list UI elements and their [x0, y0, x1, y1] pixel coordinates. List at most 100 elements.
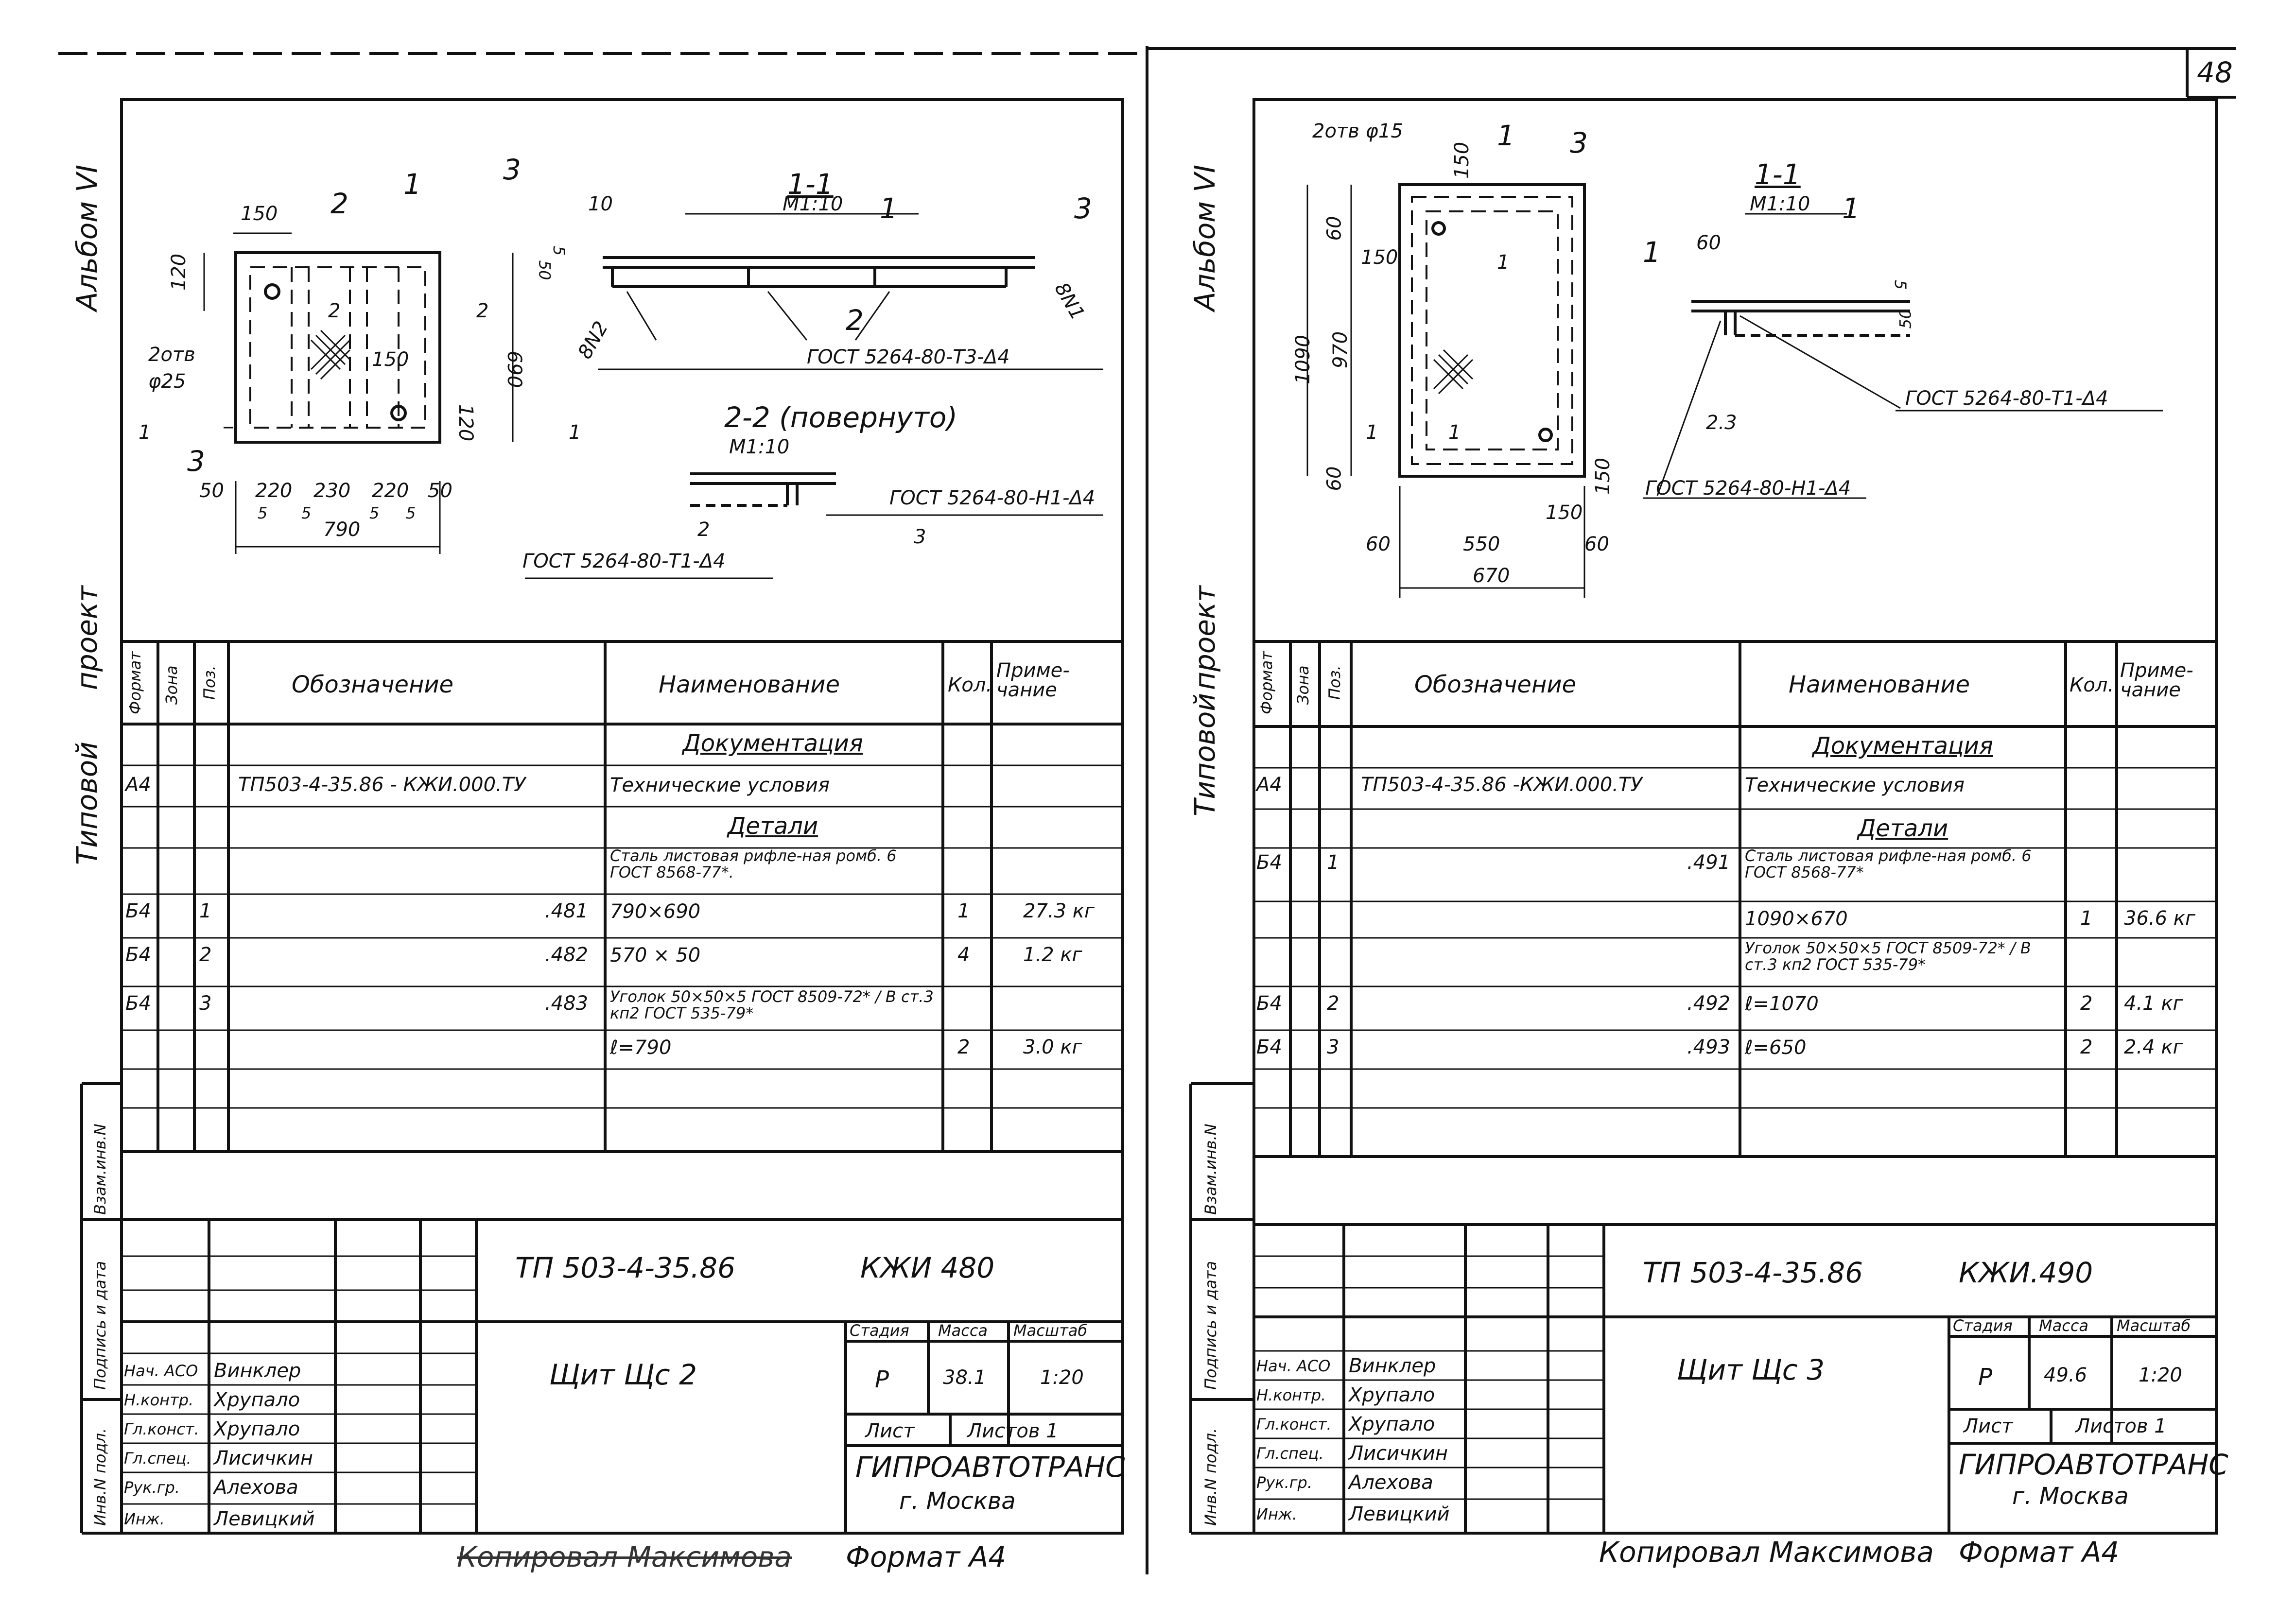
- spec-cell-qty: 1: [2080, 907, 2093, 930]
- hdr-format: Формат: [126, 651, 144, 714]
- spec-cell-name: ℓ=790: [610, 1037, 672, 1059]
- staff-name: Хрупало: [214, 1389, 300, 1411]
- marker: 1: [569, 421, 581, 444]
- marker: 1: [1643, 236, 1661, 269]
- spec-cell-qty: 2: [2080, 992, 2093, 1015]
- right-sec1-title: 1-1: [1755, 158, 1801, 191]
- spec-section-heading: Детали: [727, 812, 818, 840]
- marker: 1: [1448, 421, 1461, 444]
- hdr-qty: Кол.: [948, 674, 992, 696]
- dim: 5: [301, 504, 312, 522]
- hdr-zone: Зона: [1294, 665, 1312, 705]
- left-sec2-gost-b: ГОСТ 5264-80-Т1-Δ4: [522, 550, 726, 572]
- hdr-designation: Обозначение: [1414, 671, 1577, 698]
- dim: 690: [503, 350, 526, 388]
- staff-name: Винклер: [1349, 1355, 1436, 1377]
- right-tb-sheets: Листов 1: [2075, 1415, 2167, 1437]
- right-tb-mass-label: Масса: [2039, 1316, 2089, 1335]
- hdr-note: Приме-чание: [2120, 659, 2193, 701]
- spec-cell-pos: 2: [199, 944, 212, 966]
- spec-cell-format: Б4: [125, 900, 151, 922]
- marker: 3: [187, 445, 205, 478]
- marker: 3: [1570, 126, 1588, 159]
- left-section-1-1: [598, 213, 1103, 370]
- spec-cell-designation: .491: [1687, 851, 1730, 874]
- spec-cell-format: Б4: [125, 992, 151, 1015]
- spec-cell-designation: .493: [1687, 1036, 1730, 1058]
- marker: 1: [1497, 251, 1510, 274]
- spec-cell-designation: .482: [544, 944, 588, 966]
- hdr-zone: Зона: [162, 665, 181, 705]
- staff-name: Левицкий: [214, 1508, 315, 1530]
- spec-cell-designation: .492: [1687, 992, 1730, 1015]
- dim: 5: [550, 245, 569, 256]
- dim: 2отв: [148, 344, 195, 366]
- dim: 150: [1592, 457, 1615, 495]
- right-footer-format: Формат А4: [1959, 1536, 2120, 1569]
- marker: 2: [846, 304, 864, 337]
- spec-cell-name: Уголок 50×50×5 ГОСТ 8509-72* / В ст.3 кп…: [610, 987, 934, 1022]
- hdr-pos: Поз.: [200, 665, 219, 700]
- marker: 1: [1497, 119, 1515, 152]
- spec-cell-name: ℓ=1070: [1745, 993, 1819, 1015]
- spec-cell-note: 4.1 кг: [2124, 992, 2183, 1015]
- spec-cell-name: Технические условия: [1745, 774, 1965, 796]
- staff-name: Винклер: [214, 1360, 301, 1382]
- left-tb-scale-label: Масштаб: [1013, 1321, 1088, 1340]
- dim: 790: [323, 518, 361, 541]
- right-stamp-inventory: Инв.N подл.: [1201, 1428, 1220, 1526]
- spec-cell-qty: 4: [957, 944, 970, 966]
- spec-cell-designation: ТП503-4-35.86 -КЖИ.000.ТУ: [1361, 774, 1642, 796]
- right-section-1-1: [1643, 213, 2163, 499]
- spec-cell-name: Сталь листовая рифле-ная ромб. 6 ГОСТ 85…: [1745, 847, 2032, 881]
- spec-cell-name: ℓ=650: [1745, 1037, 1807, 1059]
- left-sec1-title: 1-1: [787, 168, 834, 201]
- spec-section-heading: Документация: [682, 730, 863, 757]
- hdr-format: Формат: [1257, 651, 1276, 714]
- staff-name: Лисичкин: [1349, 1442, 1448, 1465]
- spec-cell-format: Б4: [1256, 1036, 1282, 1058]
- hdr-name: Наименование: [659, 671, 840, 698]
- left-tb-stage: Р: [875, 1366, 889, 1393]
- staff-role: Гл.спец.: [1256, 1444, 1324, 1463]
- dim: 230: [313, 480, 351, 502]
- marker: 2.3: [1706, 412, 1737, 434]
- dim: 60: [1366, 533, 1391, 555]
- left-tb-mass-label: Масса: [938, 1321, 988, 1340]
- left-tb-code: ТП 503-4-35.86: [515, 1251, 735, 1284]
- dim: 5: [1891, 279, 1910, 290]
- right-tb-org: ГИПРОАВТОТРАНС: [1959, 1448, 2228, 1481]
- spec-section-heading: Детали: [1857, 815, 1948, 842]
- spec-cell-name: 570 × 50: [610, 944, 701, 967]
- staff-name: Левицкий: [1349, 1503, 1450, 1525]
- marker: 3: [914, 526, 926, 548]
- left-tb-org: ГИПРОАВТОТРАНС: [855, 1451, 1125, 1484]
- dim: 2отв φ15: [1312, 120, 1403, 142]
- dim: 10: [588, 193, 613, 215]
- marker: 1: [1842, 192, 1860, 225]
- dim: 60: [1323, 466, 1346, 491]
- dim: 220: [372, 480, 409, 502]
- spec-cell-format: Б4: [1256, 851, 1282, 874]
- spec-cell-pos: 3: [199, 992, 212, 1015]
- left-tb-stage-label: Стадия: [850, 1321, 909, 1340]
- right-tb-city: г. Москва: [2012, 1483, 2129, 1510]
- marker: 2: [697, 518, 710, 541]
- left-tb-city: г. Москва: [899, 1487, 1016, 1515]
- right-album-label: Альбом VI: [1188, 164, 1221, 311]
- spec-cell-designation: .481: [544, 900, 588, 922]
- dim: 60: [1696, 232, 1721, 254]
- left-hatch: [310, 329, 351, 380]
- left-album-label: Альбом VI: [70, 164, 104, 311]
- left-project-b: проект: [70, 586, 104, 690]
- staff-role: Инж.: [124, 1510, 165, 1528]
- left-stamp-signature: Подпись и дата: [91, 1261, 109, 1390]
- marker: 1: [1366, 421, 1378, 444]
- marker: 1: [403, 168, 421, 201]
- right-tb-sheet: Лист: [1964, 1415, 2013, 1437]
- dim: 60: [1584, 533, 1609, 555]
- spec-cell-name: 1090×670: [1745, 908, 1848, 930]
- spec-cell-format: Б4: [1256, 992, 1282, 1015]
- left-sec1-gost: ГОСТ 5264-80-Т3-Δ4: [807, 346, 1010, 368]
- left-tb-mark: КЖИ 480: [860, 1251, 995, 1284]
